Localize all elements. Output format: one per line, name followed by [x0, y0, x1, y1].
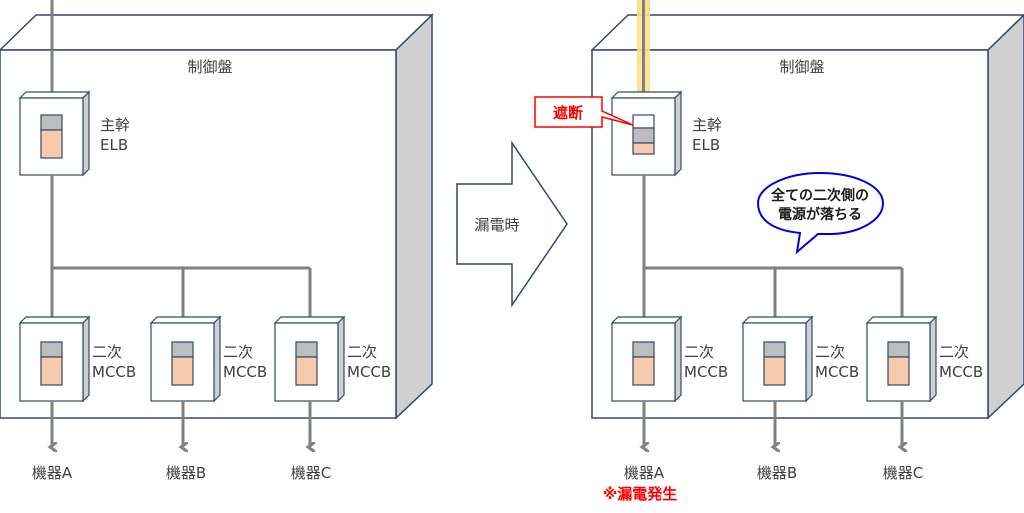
main-breaker-label-1: 主幹 [100, 116, 130, 134]
secondary-breaker-a [610, 315, 683, 403]
secondary-breaker-c-label-2: MCCB [347, 363, 391, 381]
transition-label: 漏電時 [474, 216, 519, 234]
device-label-b: 機器B [166, 464, 206, 482]
cabinet-side-face [395, 13, 433, 420]
panel-title: 制御盤 [779, 58, 824, 76]
secondary-breaker-a-label-1: 二次 [92, 343, 122, 361]
device-label-c: 機器C [883, 464, 923, 482]
secondary-breaker-c [273, 315, 346, 403]
trip-callout: 遮断 [534, 96, 634, 128]
main-breaker-label-1: 主幹 [692, 116, 722, 134]
bus-wiring [642, 175, 904, 318]
speech-bubble: 全ての二次側の 電源が落ちる [756, 171, 885, 255]
trip-callout-text: 遮断 [553, 104, 583, 122]
output-arrows [644, 401, 902, 447]
output-arrows [52, 401, 310, 447]
device-label-a: 機器A [32, 464, 73, 482]
transition-arrow: 漏電時 [456, 140, 568, 308]
secondary-breaker-a-label-2: MCCB [92, 363, 136, 381]
breaker-handle-off-zone [40, 114, 63, 131]
speech-bubble-line-2: 電源が落ちる [778, 206, 862, 223]
panel-normal: 制御盤 主幹 ELB 二次 MCCB [0, 0, 434, 482]
device-label-c: 機器C [291, 464, 331, 482]
cabinet-side-face [987, 13, 1024, 420]
bus-wiring [50, 175, 312, 318]
secondary-breaker-a [18, 315, 91, 403]
secondary-breaker-b [741, 315, 814, 403]
panel-leakage: 制御盤 主幹 ELB 遮断 全ての二次側の 電源が落ちる [534, 0, 1024, 503]
device-label-a: 機器A [624, 464, 665, 482]
secondary-breaker-c-label-1: 二次 [939, 343, 969, 361]
secondary-breaker-a-label-2: MCCB [684, 363, 728, 381]
secondary-breaker-b-label-2: MCCB [815, 363, 859, 381]
breaker-handle-empty-zone [632, 114, 655, 129]
fault-note: ※漏電発生 [603, 485, 678, 503]
secondary-breaker-a-label-1: 二次 [684, 343, 714, 361]
secondary-breaker-c-label-2: MCCB [939, 363, 983, 381]
cabinet-top-face [0, 14, 434, 51]
secondary-breaker-b-label-2: MCCB [223, 363, 267, 381]
block-arrow-icon [456, 140, 568, 308]
breaker-handle-on [40, 129, 63, 159]
speech-bubble-line-1: 全ての二次側の [770, 187, 869, 204]
secondary-breaker-b [149, 315, 222, 403]
breaker-handle-body [632, 142, 655, 155]
device-label-b: 機器B [757, 464, 797, 482]
main-breaker [18, 90, 91, 177]
main-breaker-label-2: ELB [692, 136, 720, 154]
cabinet-top-face [590, 14, 1024, 51]
panel-title: 制御盤 [187, 58, 232, 76]
breaker-handle-trip [632, 127, 655, 144]
secondary-breaker-c-label-1: 二次 [347, 343, 377, 361]
main-breaker-tripped [610, 90, 683, 177]
secondary-breaker-b-label-1: 二次 [815, 343, 845, 361]
main-breaker-label-2: ELB [100, 136, 128, 154]
secondary-breaker-b-label-1: 二次 [223, 343, 253, 361]
secondary-breaker-c [865, 315, 938, 403]
